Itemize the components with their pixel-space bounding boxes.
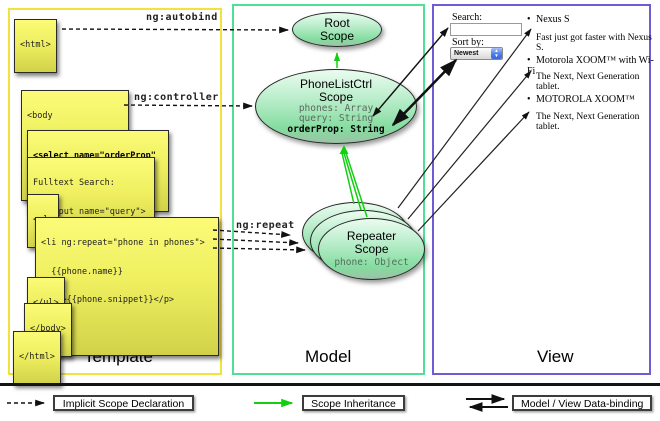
bullet-icon: • <box>527 14 531 25</box>
ng-autobind-label: ng:autobind <box>146 12 218 23</box>
model-column-frame <box>232 4 425 375</box>
stepper-down-icon: ▼ <box>494 52 499 58</box>
code-box-html-close: </html> <box>13 331 61 385</box>
legend-scope-inheritance: Scope Inheritance <box>302 395 405 411</box>
ng-repeat-label: ng:repeat <box>236 220 295 231</box>
ng-controller-label: ng:controller <box>134 92 219 103</box>
view-column-label: View <box>537 347 574 366</box>
phone-list-item-name: •MOTOROLA XOOM™ <box>527 94 635 105</box>
stepper-icon: ▲ ▼ <box>491 48 502 59</box>
legend-implicit-scope-declaration: Implicit Scope Declaration <box>53 395 194 411</box>
bullet-icon: • <box>527 55 531 66</box>
sort-dropdown-value: Newest <box>454 50 479 57</box>
sort-dropdown[interactable]: Newest ▲ ▼ <box>450 47 503 60</box>
template-column-frame <box>8 8 222 375</box>
model-column-label: Model <box>305 347 352 366</box>
repeater-scope-ellipse-front: Repeater Scope phone: Object <box>318 218 425 280</box>
phone-list-item-desc: The Next, Next Generation tablet. <box>536 72 640 92</box>
phone-list-item-desc: The Next, Next Generation tablet. <box>536 112 640 132</box>
code-box-html-open: <html> <box>14 19 57 73</box>
legend-separator-line <box>0 383 660 386</box>
phonelistctrl-scope-ellipse: PhoneListCtrl Scope phones: Array query:… <box>255 69 417 144</box>
phone-list-item-desc: Fast just got faster with Nexus S. <box>536 33 652 53</box>
root-scope-ellipse: Root Scope <box>292 12 382 47</box>
search-label: Search: <box>452 12 482 23</box>
bullet-icon: • <box>527 94 531 105</box>
search-input[interactable] <box>450 23 522 36</box>
legend-model-view-databinding: Model / View Data-binding <box>512 395 652 411</box>
phone-list-item-name: •Nexus S <box>527 14 570 25</box>
